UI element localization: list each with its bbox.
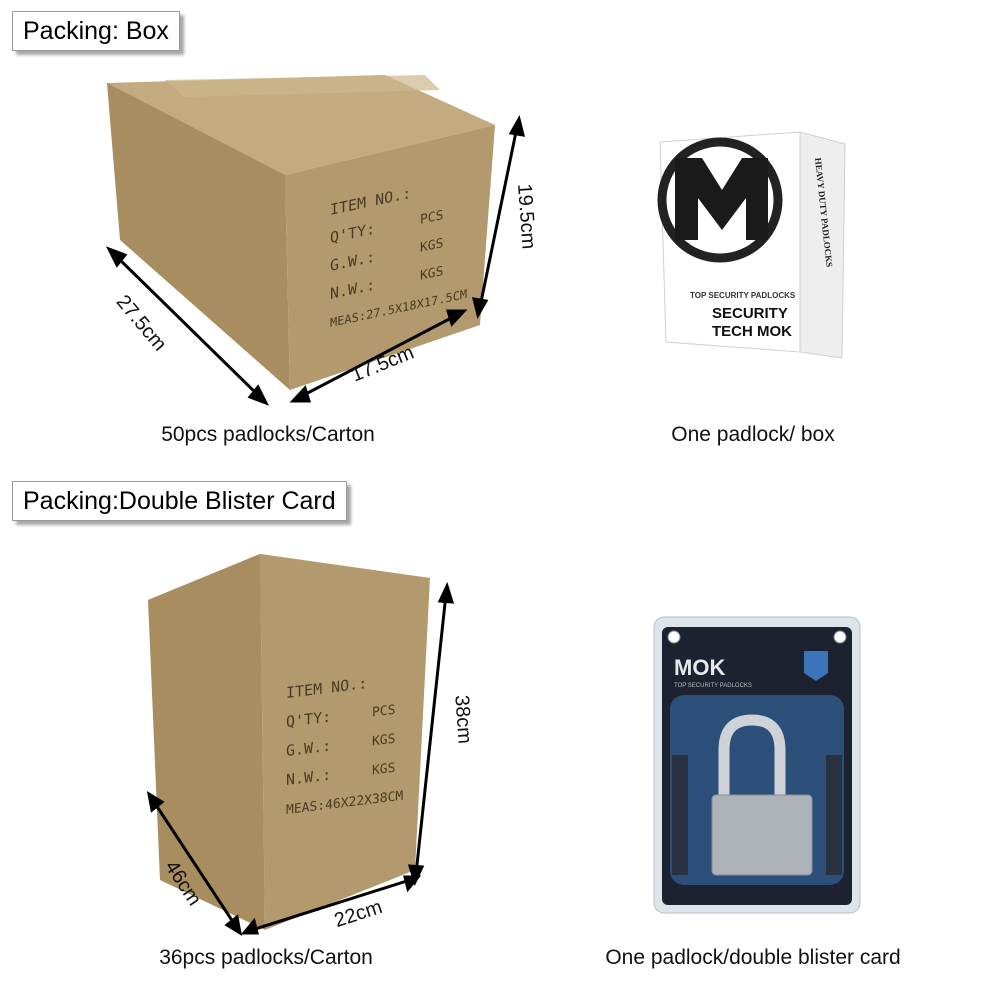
caption-retail-box: One padlock/ box	[671, 423, 835, 446]
retail-box-tagline: TOP SECURITY PADLOCKS	[690, 291, 796, 300]
dim-height: 19.5cm	[513, 182, 540, 250]
carton-front	[260, 554, 430, 930]
carton-line-gw: G.W.:	[286, 737, 331, 760]
carton-unit-pcs: PCS	[420, 208, 444, 228]
carton-unit-kgs: KGS	[420, 264, 444, 284]
carton-blister-arrows	[146, 581, 455, 937]
padlock-retail-box-image: TOP SECURITY PADLOCKS SECURITY TECH MOK …	[657, 131, 846, 359]
carton-unit-kgs: KGS	[372, 761, 395, 779]
section-label-blister: Packing:Double Blister Card	[12, 481, 347, 521]
padlock-blister-card-image: MOK TOP SECURITY PADLOCKS	[653, 616, 861, 914]
dimension-arrow	[299, 313, 458, 399]
retail-box-side	[799, 131, 846, 359]
caption-carton-box: 50pcs padlocks/Carton	[161, 423, 375, 446]
carton-line-nw: N.W.:	[286, 766, 331, 789]
carton-top	[107, 75, 495, 175]
carton-side	[107, 83, 290, 390]
blister-tagline: TOP SECURITY PADLOCKS	[674, 683, 752, 689]
dim-height: 38cm	[450, 694, 476, 745]
caption-blister-card: One padlock/double blister card	[605, 946, 901, 969]
padlock-shackle	[718, 714, 786, 800]
shield-icon	[804, 651, 828, 681]
dimension-arrow	[113, 253, 262, 399]
caption-carton-blister: 36pcs padlocks/Carton	[159, 946, 373, 969]
retail-box-brand-line2: TECH MOK	[712, 323, 792, 340]
dimension-arrow	[478, 126, 519, 308]
dimension-arrow	[414, 593, 448, 875]
dimension-arrow	[251, 878, 411, 932]
carton-box-image: ITEM NO.: Q'TY: G.W.: N.W.: MEAS:27.5X18…	[105, 75, 526, 406]
section-label-box: Packing: Box	[12, 11, 180, 51]
carton-unit-kgs: KGS	[420, 236, 444, 256]
carton-blister-image: ITEM NO.: Q'TY: G.W.: N.W.: MEAS:46X22X3…	[148, 554, 430, 930]
brand-logo-icon	[657, 137, 783, 263]
retail-box-brand-line1: SECURITY	[712, 305, 788, 322]
carton-unit-pcs: PCS	[372, 703, 395, 721]
carton-line-qty: Q'TY:	[286, 708, 331, 731]
carton-unit-kgs: KGS	[372, 732, 395, 750]
blister-brand: MOK	[674, 655, 725, 680]
dimension-arrow	[152, 801, 237, 926]
padlock-body-icon	[711, 794, 813, 876]
